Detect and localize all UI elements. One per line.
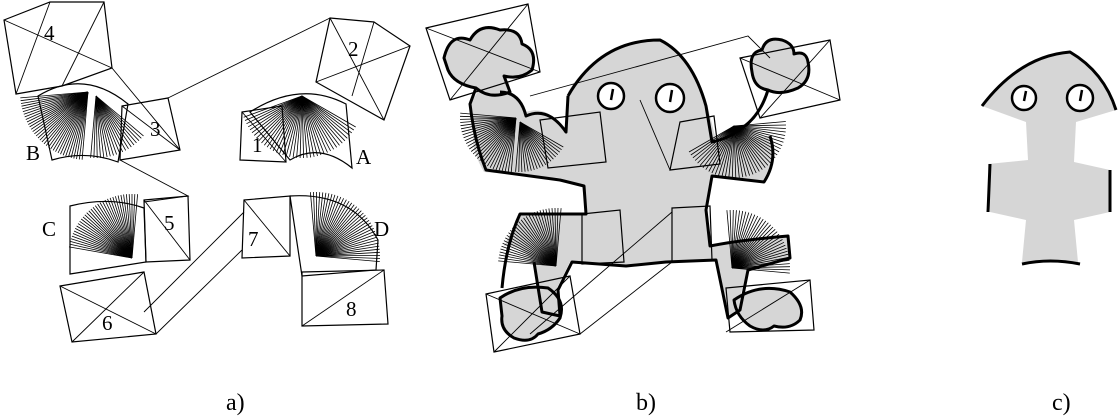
hatching-fan [20, 91, 89, 160]
frog-outline [468, 38, 792, 320]
hatching-fan [515, 121, 564, 173]
caption-c: c) [1052, 390, 1071, 416]
hatching-fan [459, 112, 517, 174]
caption-b: b) [636, 390, 656, 416]
square-2 [315, 17, 411, 121]
label-2: 2 [348, 37, 359, 61]
square-4 [3, 1, 113, 95]
hatching-fan [310, 191, 381, 262]
joint-c [68, 194, 147, 275]
hatching-fan [688, 121, 787, 179]
label-5: 5 [164, 211, 175, 235]
eye-right [654, 82, 686, 114]
label-1: 1 [252, 133, 263, 157]
label-B: B [26, 141, 40, 165]
panel-b [425, 3, 841, 353]
paw-top-left [444, 27, 534, 96]
hatching-fan [68, 194, 138, 259]
joint-d [289, 191, 381, 277]
label-A: A [356, 145, 372, 169]
hatching-fan [498, 207, 562, 267]
hatching-fan [90, 95, 144, 159]
label-D: D [374, 217, 389, 241]
label-4: 4 [44, 21, 55, 45]
eye-left [596, 81, 626, 111]
label-3: 3 [150, 117, 161, 141]
eye-c-left [1010, 84, 1038, 112]
panel-c [980, 50, 1118, 266]
label-C: C [42, 217, 56, 241]
label-7: 7 [248, 227, 259, 251]
joint-a [243, 93, 356, 170]
joint-b [20, 83, 144, 163]
square-5 [143, 195, 191, 263]
hatching-fan [243, 95, 356, 159]
label-6: 6 [102, 311, 113, 335]
square-7 [241, 195, 291, 259]
label-8: 8 [346, 297, 357, 321]
square-1 [239, 105, 287, 163]
paw-bottom-right [734, 288, 802, 330]
caption-a: a) [226, 390, 245, 416]
square-8 [301, 269, 389, 327]
eye-c-right [1065, 83, 1095, 113]
panel-a: 4 2 3 1 5 7 6 8 A B C D [3, 1, 411, 343]
